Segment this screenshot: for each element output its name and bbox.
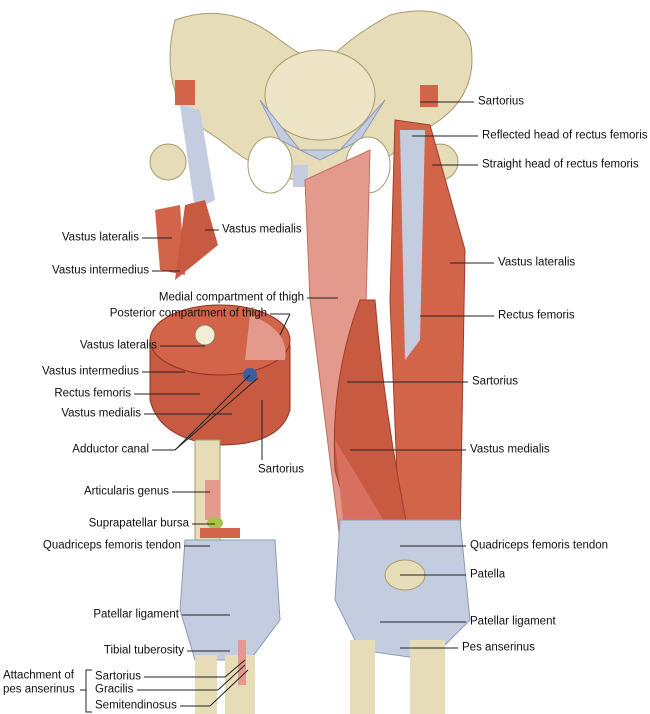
label-tibial-tuberosity: Tibial tuberosity xyxy=(103,644,184,657)
label-posterior-compartment: Posterior compartment of thigh xyxy=(109,307,267,320)
label-adductor-canal: Adductor canal xyxy=(72,443,149,456)
label-pes-anserinus-group: pes anserinus xyxy=(3,683,75,696)
label-rectus-femoris-right: Rectus femoris xyxy=(498,309,575,322)
leader-lines xyxy=(80,101,494,713)
label-medial-compartment: Medial compartment of thigh xyxy=(158,291,304,304)
label-vastus-lateralis-right: Vastus lateralis xyxy=(498,256,576,269)
label-sartorius-origin: Sartorius xyxy=(478,95,525,108)
label-patella: Patella xyxy=(470,568,506,581)
label-pes-semitendinosus: Semitendinosus xyxy=(95,699,177,712)
label-vastus-lateralis-section: Vastus lateralis xyxy=(79,339,157,352)
label-suprapatellar-bursa: Suprapatellar bursa xyxy=(88,517,189,530)
label-pes-sartorius: Sartorius xyxy=(95,670,142,683)
label-patellar-ligament-left: Patellar ligament xyxy=(93,608,179,621)
label-vastus-medialis-right: Vastus medialis xyxy=(470,443,550,456)
label-reflected-head-rectus-femoris: Reflected head of rectus femoris xyxy=(482,129,648,142)
label-vastus-intermedius-section: Vastus intermedius xyxy=(42,365,139,378)
label-sartorius-section: Sartorius xyxy=(258,463,305,476)
thigh-cross-section xyxy=(149,304,291,446)
left-thigh-cut-muscles xyxy=(155,105,218,280)
label-quadriceps-tendon-right: Quadriceps femoris tendon xyxy=(470,539,609,552)
label-patellar-ligament-right: Patellar ligament xyxy=(470,615,556,628)
label-pes-anserinus: Pes anserinus xyxy=(462,641,535,654)
label-rectus-femoris-section: Rectus femoris xyxy=(54,387,131,400)
label-straight-head-rectus-femoris: Straight head of rectus femoris xyxy=(482,158,639,171)
label-vastus-lateralis-cut: Vastus lateralis xyxy=(61,231,139,244)
label-vastus-medialis-cut: Vastus medialis xyxy=(222,223,302,236)
label-quadriceps-tendon-left: Quadriceps femoris tendon xyxy=(42,539,181,552)
label-sartorius-right: Sartorius xyxy=(472,375,519,388)
label-vastus-intermedius-cut: Vastus intermedius xyxy=(52,264,149,277)
label-pes-gracilis: Gracilis xyxy=(95,683,134,696)
label-attachment-of: Attachment of xyxy=(3,669,74,682)
left-knee xyxy=(179,439,281,714)
label-articularis-genus: Articularis genus xyxy=(83,485,169,498)
label-vastus-medialis-section: Vastus medialis xyxy=(61,407,141,420)
right-thigh-muscles xyxy=(304,119,471,714)
